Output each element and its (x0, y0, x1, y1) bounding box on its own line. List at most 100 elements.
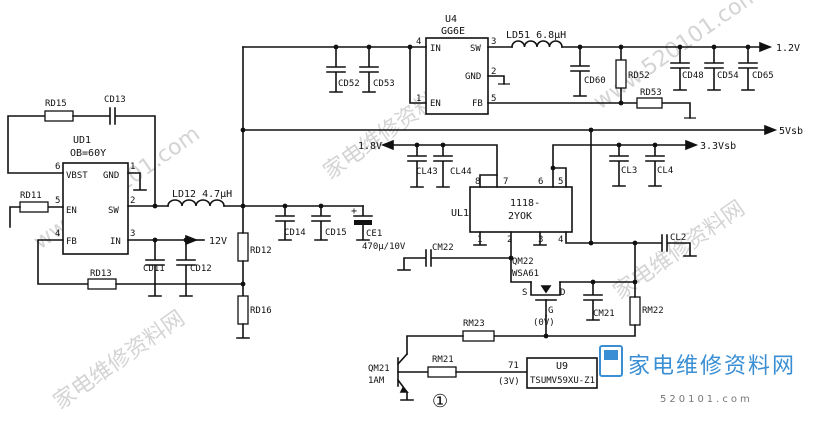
ul1-part: 2YOK (508, 211, 532, 222)
watermark-text: 家电维修资料网 (49, 306, 190, 415)
u9-pin-voltage: (3V) (498, 377, 520, 387)
ud1-pin-num: 6 (55, 162, 60, 172)
resistor-rd52 (615, 59, 627, 89)
cd11-label: CD11 (143, 264, 165, 274)
u9-ic: U9 TSUMV59XU-Z1 (526, 357, 598, 389)
ud1-pin-num: 1 (130, 162, 135, 172)
ud1-pin-en: EN (66, 206, 77, 216)
u4-part: GG6E (441, 26, 465, 37)
brand-site: 520101.com (660, 394, 753, 405)
qm22-gate-voltage: (0V) (533, 318, 555, 328)
ul1-pin-num: 2 (507, 235, 512, 245)
cd53-label: CD53 (373, 79, 395, 89)
ce1-label: CE1 (366, 229, 382, 239)
cd65-label: CD65 (752, 71, 774, 81)
cd60-label: CD60 (584, 76, 606, 86)
qm22-part: WSA61 (512, 269, 539, 279)
cl4-label: CL4 (657, 166, 673, 176)
rd53-label: RD53 (640, 88, 662, 98)
out-3v3sb-label: 3.3Vsb (700, 141, 736, 152)
rm22-label: RM22 (642, 306, 664, 316)
cd15-label: CD15 (325, 228, 347, 238)
out-1v2-label: 1.2V (776, 43, 800, 54)
ul1-pin-num: 4 (558, 235, 563, 245)
ul1-label: UL1 (451, 208, 469, 219)
resistor-rd13 (87, 278, 117, 290)
qm21-part: 1AM (368, 376, 385, 386)
ud1-regulator: UD1 OB=60Y VBST GND EN SW FB IN 6 1 5 2 … (55, 135, 135, 255)
u4-pin-fb: FB (472, 99, 483, 109)
qm22-label: QM22 (512, 257, 534, 267)
capacitor-cd12 (176, 239, 196, 297)
brand-logo: 家电维修资料网 520101.com (599, 345, 794, 405)
capacitor-cd60 (570, 46, 590, 97)
capacitor-cd15 (311, 205, 331, 241)
rd52-label: RD52 (628, 71, 650, 81)
cl2-label: CL2 (670, 233, 686, 243)
ud1-pin-sw: SW (108, 206, 119, 216)
rm23-label: RM23 (463, 319, 485, 329)
rd11-label: RD11 (20, 191, 42, 201)
cm22-label: CM22 (432, 243, 454, 253)
watermark-text: 家电维修资料网 (609, 196, 750, 305)
resistor-rd12 (237, 232, 249, 262)
cd12-label: CD12 (190, 264, 212, 274)
ul1-regulator: UL1 1118- 2YOK 8 7 6 5 1 2 3 4 (451, 177, 573, 245)
u4-pin-num: 2 (491, 67, 496, 77)
capacitor-cm21 (583, 281, 603, 321)
cm21-label: CM21 (593, 309, 615, 319)
resistor-rd16 (237, 295, 249, 325)
capacitor-cd11 (145, 239, 165, 297)
qm22-pin-s: S (522, 288, 527, 298)
out-1v8-label: 1.8V (358, 141, 382, 152)
u4-pin-num: 1 (416, 94, 421, 104)
cd13-label: CD13 (104, 95, 126, 105)
resistor-rm22 (629, 296, 641, 326)
cd14-label: CD14 (284, 228, 306, 238)
watermark-layer: www.520101.com 家电维修资料网 www.520101.com 家电… (29, 0, 765, 415)
ud1-pin-num: 5 (55, 196, 60, 206)
u4-pin-in: IN (430, 44, 441, 54)
resistor-rd53 (636, 97, 663, 109)
cl3-label: CL3 (621, 166, 637, 176)
capacitor-cd14 (275, 205, 295, 241)
u9-label: U9 (556, 361, 568, 372)
ud1-pin-vbst: VBST (66, 171, 88, 181)
cl43-label: CL43 (416, 167, 438, 177)
ud1-pin-num: 3 (130, 229, 135, 239)
rd13-label: RD13 (90, 269, 112, 279)
cd52-label: CD52 (338, 79, 360, 89)
inductor-ld51 (511, 40, 563, 48)
ld51-label: LD51 6.8μH (506, 30, 566, 41)
ud1-part: OB=60Y (70, 148, 106, 159)
ul1-pin-num: 6 (538, 177, 543, 187)
u4-pin-num: 4 (416, 37, 421, 47)
vin-12v-label: 12V (209, 236, 227, 247)
u4-pin-num: 5 (491, 94, 496, 104)
ud1-pin-in: IN (110, 237, 121, 247)
rd16-label: RD16 (250, 306, 272, 316)
capacitor-ce1 (353, 205, 373, 241)
qm21-label: QM21 (368, 364, 390, 374)
capacitor-cd53 (359, 46, 379, 93)
ce1-value: 470μ/10V (362, 242, 406, 252)
transistor-qm21 (396, 352, 429, 401)
ld12-label: LD12 4.7μH (172, 189, 232, 200)
ul1-pin-num: 5 (558, 177, 563, 187)
u4-pin-sw: SW (470, 44, 481, 54)
cd54-label: CD54 (717, 71, 739, 81)
watermark-text: www.520101.com (589, 0, 765, 115)
capacitor-cd54 (704, 46, 724, 91)
ud1-label: UD1 (73, 135, 91, 146)
u4-label: U4 (445, 14, 457, 25)
u4-pin-en: EN (430, 99, 441, 109)
rd15-label: RD15 (45, 99, 67, 109)
capacitor-cl4 (645, 144, 665, 187)
resistor-rm23 (462, 330, 495, 342)
resistor-rd15 (44, 110, 74, 122)
marker-circle-1: ① (432, 391, 448, 412)
u9-part: TSUMV59XU-Z1 (530, 376, 595, 386)
ud1-pin-fb: FB (66, 237, 77, 247)
capacitor-cl43 (407, 144, 427, 188)
